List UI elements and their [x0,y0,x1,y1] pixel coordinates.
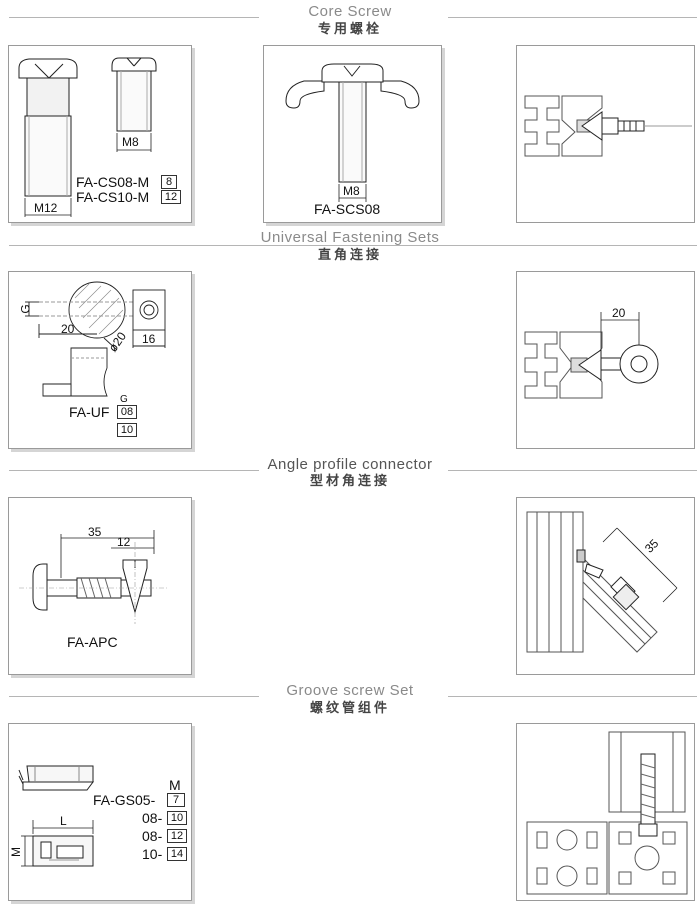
part-size-cs08: 8 [161,175,177,189]
dim-35-label: 35 [88,525,102,539]
section-rule-right [448,470,697,471]
m-header-label: M [169,777,181,793]
section-subtitle-angle: 型材角连接 [309,473,390,488]
part-size-gs-10: 10 [167,811,187,825]
dim-l-label: L [60,814,67,828]
dim-g-label: G [18,304,33,314]
universal-drawing-panel: G 20 ø20 16 FA-UF G 08 10 [8,271,192,449]
angle-install-drawing [526,511,678,653]
angle-drawing-panel: 35 12 FA-APC [8,497,192,675]
part-code-gs05: FA-GS05- [93,792,156,808]
scs-drawing-panel: M8 FA-SCS08 [263,45,442,223]
part-code-scs08: FA-SCS08 [314,201,381,217]
dim-12-label: 12 [117,535,131,549]
core-screw-install-drawing [524,95,692,157]
dim-m-label: M [9,847,23,857]
groove-install-panel [516,723,695,901]
part-size-cs10: 12 [161,190,181,204]
part-row-08-12: 08- [142,828,163,844]
groove-drawing-panel: L M M FA-GS05- 7 08- 10 08- 12 10- 14 [8,723,192,901]
section-rule-right [448,17,697,18]
section-title-angle: Angle profile connector [267,456,433,473]
angle-install-panel: 35 [516,497,695,675]
section-rule-left [9,470,259,471]
part-row-08-10: 08- [142,810,163,826]
section-subtitle-core-screw: 专用螺栓 [317,21,382,36]
part-size-gs-12: 12 [167,829,187,843]
core-screw-drawing [18,57,157,217]
dim-scs-m8-label: M8 [343,184,360,198]
section-subtitle-universal: 直角连接 [317,247,382,262]
section-rule [9,245,697,246]
part-code-cs10: FA-CS10-M [76,189,150,205]
section-subtitle-groove: 螺纹管组件 [309,700,390,715]
dim-m12-label: M12 [34,201,58,215]
section-rule-right [448,696,697,697]
section-title-core-screw: Core Screw [308,3,392,20]
part-code-uf: FA-UF [69,404,110,420]
universal-install-drawing [524,312,659,399]
section-rule-left [9,696,259,697]
section-title-universal: Universal Fastening Sets [260,229,440,246]
part-code-apc: FA-APC [67,634,118,650]
core-screw-install-panel [516,45,695,223]
g-header-label: G [120,394,128,405]
core-screw-drawing-panel: M8 M12 FA-CS08-M 8 FA-CS10-M 12 [8,45,192,223]
section-rule-left [9,17,259,18]
part-size-uf-10: 10 [117,423,137,437]
groove-drawing [18,765,94,867]
groove-install-drawing [526,731,688,895]
angle-drawing [19,530,169,624]
section-title-groove: Groove screw Set [286,682,414,699]
part-code-cs08: FA-CS08-M [76,174,150,190]
scs-drawing [285,63,420,202]
dim-16-label: 16 [142,332,156,346]
part-size-gs-14: 14 [167,847,187,861]
universal-drawing [25,281,166,397]
dim-m8-label: M8 [122,135,139,149]
part-row-10-14: 10- [142,846,163,862]
part-size-gs-7: 7 [167,793,185,807]
part-size-uf-08: 08 [117,405,137,419]
universal-install-panel: 20 [516,271,695,449]
dim-20-label: 20 [61,322,75,336]
install-dim-20-label: 20 [612,306,626,320]
